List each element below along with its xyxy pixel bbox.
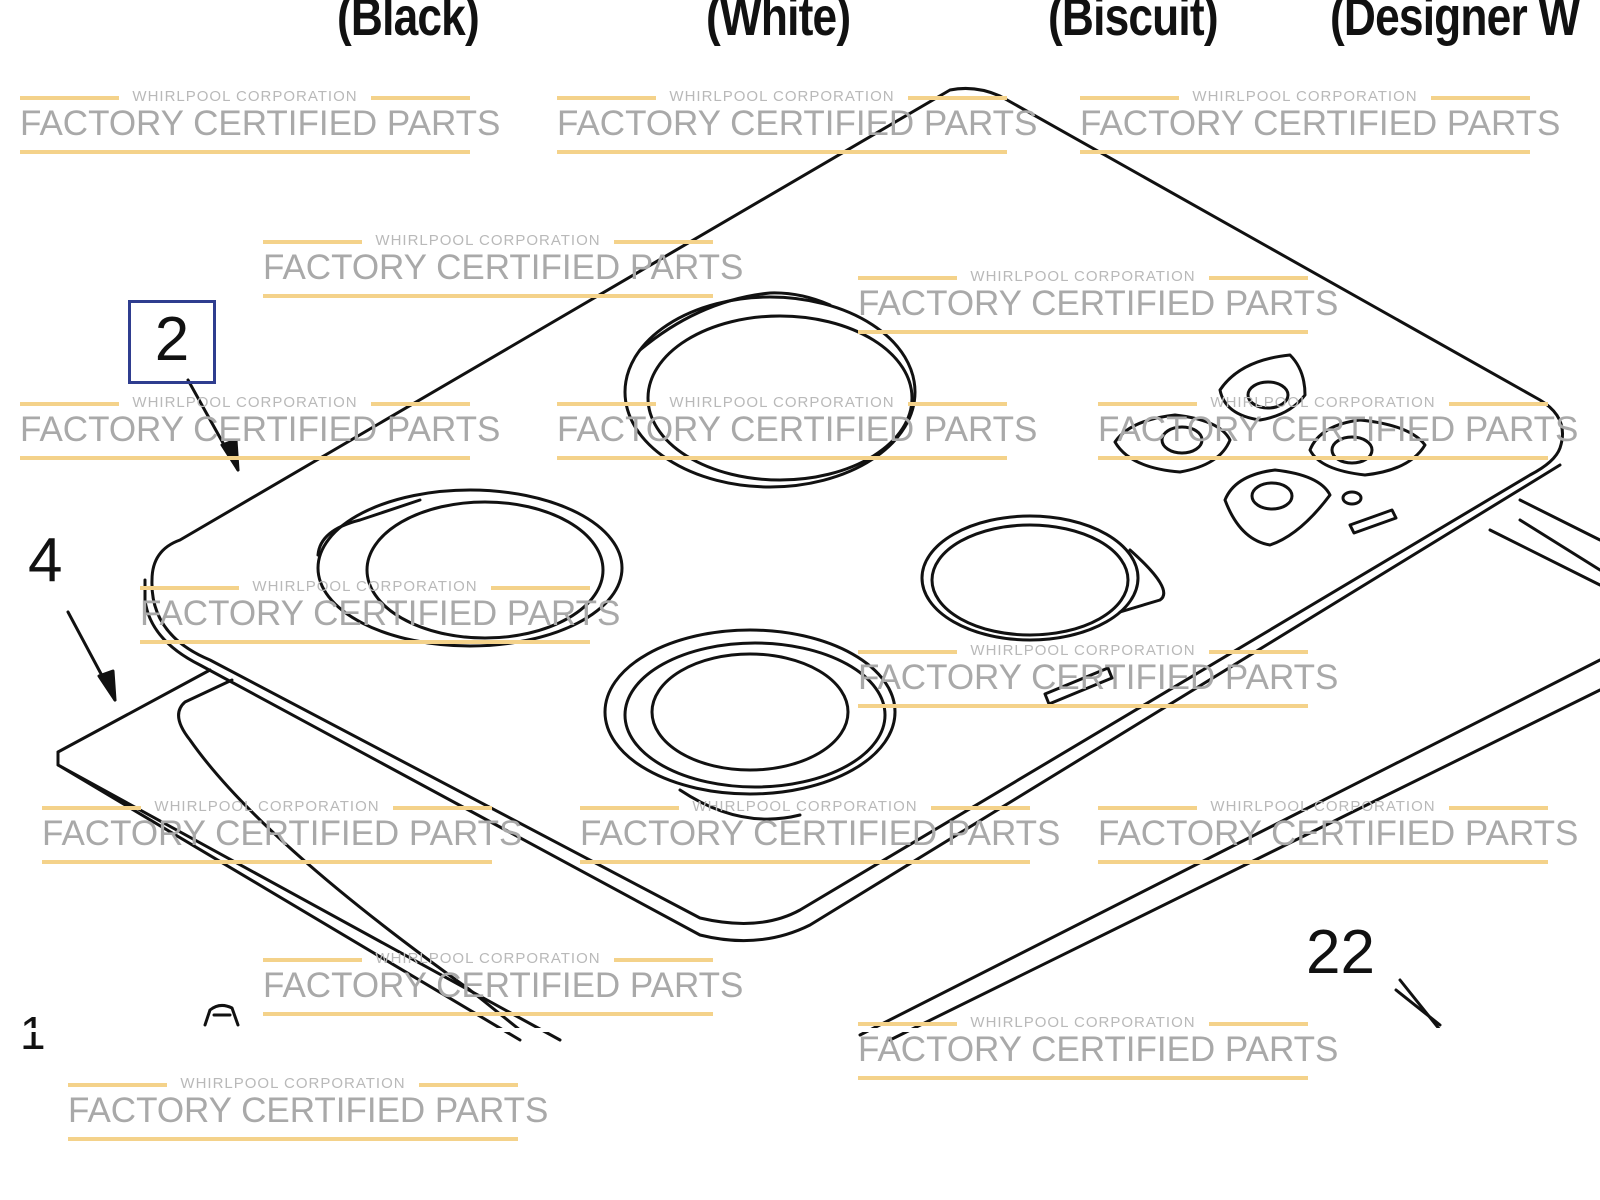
callout-partial: 1: [20, 1007, 46, 1059]
crop-edge: [0, 1028, 1600, 1032]
burner-front-right: [920, 514, 1166, 642]
cooktop-glass-outline: [150, 87, 1564, 925]
trim-panel-right-edge: [858, 498, 1600, 1042]
callout-part-22[interactable]: 22: [1306, 918, 1375, 987]
burner-rear-left: [623, 291, 917, 489]
cooktop-glass-bottom-edge: [143, 463, 1562, 943]
column-header-black: (Black): [337, 0, 480, 47]
control-knobs: [1043, 353, 1427, 706]
column-header-biscuit: (Biscuit): [1048, 0, 1219, 47]
callout-part-4[interactable]: 4: [28, 526, 63, 595]
column-header-white: (White): [706, 0, 851, 47]
leader-arrows: [66, 378, 1442, 1027]
trim-panel-outline: [56, 668, 562, 1042]
callout-part-2[interactable]: 2: [128, 300, 216, 384]
trim-panel-inner-edge: [177, 678, 522, 1032]
burner-front-left: [316, 488, 624, 648]
column-header-designer: (Designer W: [1330, 0, 1580, 47]
burner-front-center: [603, 628, 897, 821]
partial-screw-icon: [203, 1003, 240, 1027]
